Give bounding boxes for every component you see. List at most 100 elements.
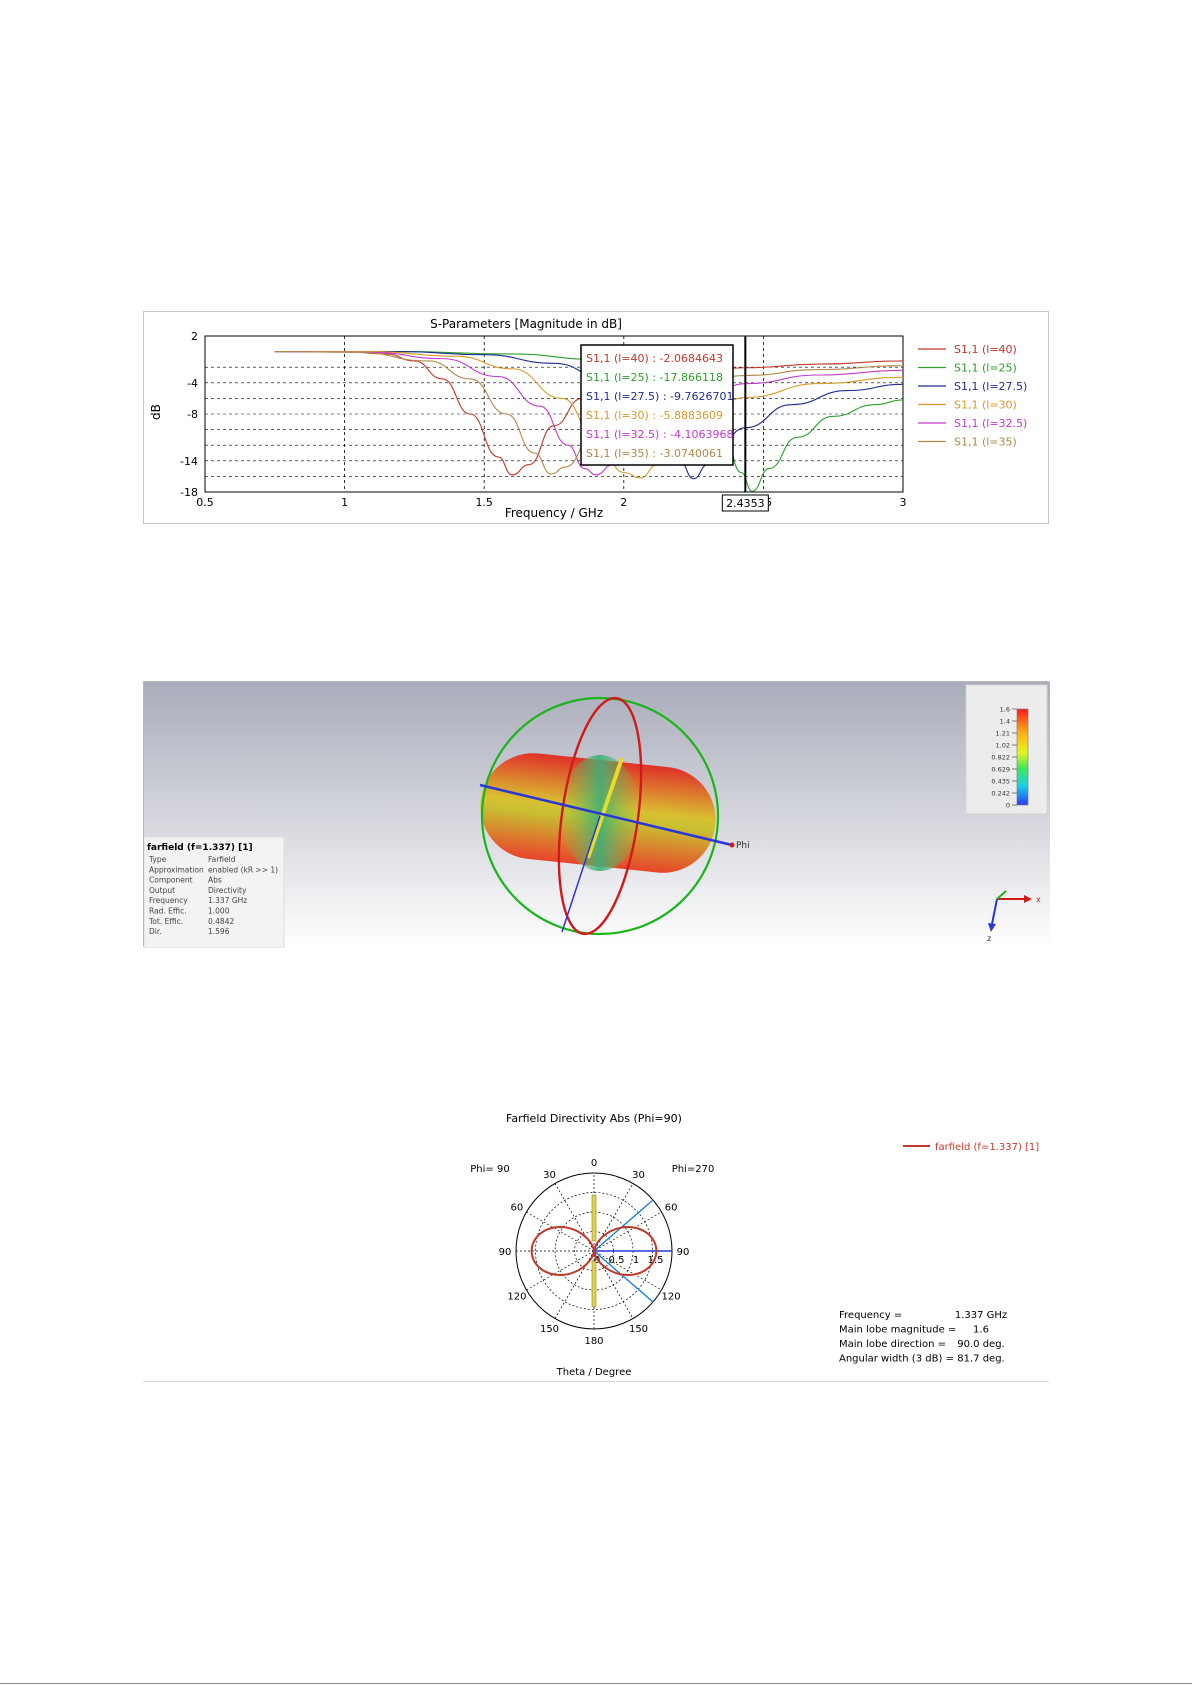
colorbar-label: 0.822 xyxy=(991,754,1010,762)
info-row-value: 1.337 GHz xyxy=(208,896,247,905)
y-tick-label: -8 xyxy=(187,408,198,421)
polar-info-label: Angular width (3 dB) = xyxy=(839,1354,954,1365)
polar-x-label: Theta / Degree xyxy=(556,1367,632,1378)
farfield-info-panel: farfield (f=1.337) [1] Type FarfieldAppro… xyxy=(144,836,285,948)
series-line xyxy=(274,351,904,479)
polar-angle-labels: 0 30 30 60 60 90 90 120 120 150 150 180 xyxy=(499,1158,690,1347)
page-footer-rule xyxy=(0,1683,1192,1684)
colorbar: 1.6 1.4 1.21 1.02 0.822 0.629 0.435 0.242 0 xyxy=(965,684,1048,815)
phi-right-label: Phi=270 xyxy=(672,1164,715,1175)
info-row-value: 0.4842 xyxy=(208,917,234,926)
info-row-value: enabled (kR >> 1) xyxy=(208,865,278,874)
info-row-value: Farfield xyxy=(208,855,236,864)
polar-angle-label: 60 xyxy=(665,1203,678,1214)
grid-lines xyxy=(205,336,903,492)
phi-left-label: Phi= 90 xyxy=(470,1164,509,1175)
info-row-value: 1.596 xyxy=(208,927,230,936)
polar-info-value: 1.6 xyxy=(973,1325,989,1336)
antenna-element xyxy=(586,757,624,859)
3db-beamwidth-line xyxy=(593,1199,654,1252)
phi-axis-label: Phi xyxy=(736,841,750,851)
polar-info-value: 81.7 deg. xyxy=(957,1354,1004,1365)
info-row-label: Rad. Effic. xyxy=(149,907,187,916)
polar-angle-label: 90 xyxy=(499,1247,512,1258)
tooltip-row: S1,1 (l=35) : -3.0740061 xyxy=(586,447,723,460)
y-tick-label: -14 xyxy=(180,455,198,468)
polar-angle-label: 60 xyxy=(511,1203,524,1214)
y-tick-label: -4 xyxy=(187,377,198,390)
legend-entry: S1,1 (l=32.5) xyxy=(954,417,1027,430)
tooltip-row: S1,1 (l=27.5) : -9.7626701 xyxy=(586,390,733,403)
info-row-label: Type xyxy=(148,855,167,864)
antenna-marker-top xyxy=(591,1194,597,1242)
x-tick-label: 0.5 xyxy=(196,496,214,509)
polar-angle-label: 120 xyxy=(662,1292,681,1303)
chart-title: S-Parameters [Magnitude in dB] xyxy=(430,317,622,331)
polar-info-label: Frequency = xyxy=(839,1310,902,1321)
y-tick-labels: 2 -4 -8 -14 -18 xyxy=(180,330,198,499)
polar-angle-label: 90 xyxy=(677,1247,690,1258)
info-title: farfield (f=1.337) [1] xyxy=(147,843,253,853)
z-axis-line xyxy=(561,815,601,933)
marker-label[interactable]: 2.4353 xyxy=(721,494,769,512)
info-row-label: Approximation xyxy=(149,865,204,874)
s-parameters-plot: S-Parameters [Magnitude in dB] dB Freque… xyxy=(149,317,1027,520)
legend-entry: S1,1 (l=40) xyxy=(954,343,1017,356)
y-tick-label: 2 xyxy=(191,330,198,343)
polar-angle-label: 180 xyxy=(584,1336,603,1347)
colorbar-label: 0 xyxy=(1006,802,1010,810)
info-row-label: Tot. Effic. xyxy=(148,917,183,926)
colorbar-label: 0.242 xyxy=(991,790,1010,798)
y-axis-label: dB xyxy=(149,404,163,420)
tooltip-row: S1,1 (l=40) : -2.0684643 xyxy=(586,352,723,365)
x-tick-label: 1 xyxy=(341,496,348,509)
colorbar-label: 1.6 xyxy=(1000,706,1010,714)
z-axis-label: z xyxy=(987,934,991,943)
colorbar-label: 0.629 xyxy=(991,766,1010,774)
info-row-label: Frequency xyxy=(149,896,188,905)
polar-radius-label: 0.5 xyxy=(609,1255,625,1266)
legend-entry: S1,1 (l=27.5) xyxy=(954,380,1027,393)
info-row-value: 1.000 xyxy=(208,907,230,916)
polar-info-value: 1.337 GHz xyxy=(955,1310,1007,1321)
polar-info-value: 90.0 deg. xyxy=(957,1339,1004,1350)
antenna-marker-bottom xyxy=(591,1260,597,1308)
polar-title: Farfield Directivity Abs (Phi=90) xyxy=(506,1112,682,1125)
y-tick-label: -18 xyxy=(180,486,198,499)
polar-angle-label: 30 xyxy=(543,1170,556,1181)
colorbar-label: 1.02 xyxy=(996,742,1010,750)
colorbar-label: 1.21 xyxy=(996,730,1010,738)
s-parameters-chart: S-Parameters [Magnitude in dB] dB Freque… xyxy=(143,311,1049,524)
legend-entry: S1,1 (l=25) xyxy=(954,362,1017,375)
polar-angle-label: 0 xyxy=(591,1158,597,1169)
farfield-3d-canvas[interactable]: Phi farfield (f=1.337) [1] Type FarfieldA… xyxy=(144,682,1050,948)
x-axis-label: Frequency / GHz xyxy=(505,506,603,520)
polar-plot: Farfield Directivity Abs (Phi=90) Phi= 9… xyxy=(470,1112,1039,1378)
polar-directivity-chart: Farfield Directivity Abs (Phi=90) Phi= 9… xyxy=(143,1110,1049,1382)
info-row-value: Abs xyxy=(208,876,222,885)
polar-angle-label: 150 xyxy=(629,1324,648,1335)
axis-triad[interactable]: x z xyxy=(987,890,1041,943)
tooltip-row: S1,1 (l=25) : -17.866118 xyxy=(586,371,723,384)
x-tick-label: 3 xyxy=(900,496,907,509)
colorbar-label: 1.4 xyxy=(1000,718,1010,726)
polar-legend: farfield (f=1.337) [1] xyxy=(903,1142,1039,1153)
polar-radius-label: 1.5 xyxy=(648,1255,664,1266)
x-axis-label: x xyxy=(1036,895,1041,904)
farfield-pattern-curve xyxy=(530,1225,658,1277)
polar-angle-label: 30 xyxy=(632,1170,645,1181)
polar-info-label: Main lobe direction = xyxy=(839,1339,946,1350)
polar-angle-label: 120 xyxy=(507,1292,526,1303)
polar-radius-label: 0 xyxy=(594,1255,600,1266)
phi-axis-marker xyxy=(729,842,735,848)
colorbar-label: 0.435 xyxy=(991,778,1010,786)
polar-angle-label: 150 xyxy=(540,1324,559,1335)
legend-entry: S1,1 (l=30) xyxy=(954,399,1017,412)
x-tick-label: 2 xyxy=(620,496,627,509)
3db-beamwidth-line xyxy=(593,1250,654,1303)
